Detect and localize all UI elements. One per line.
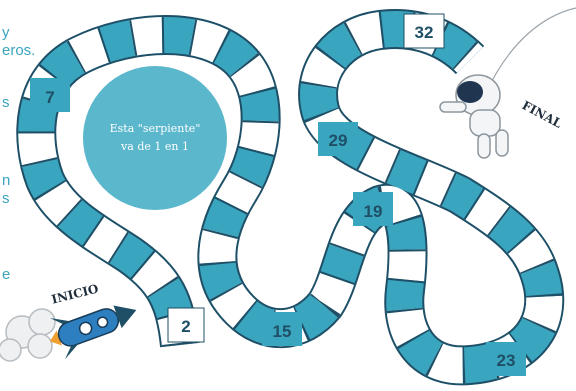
circle-text-line1: Esta "serpiente" [110, 122, 201, 135]
circle-text-line2: va de 1 en 1 [120, 140, 189, 153]
start-label: INICIO [50, 282, 100, 307]
square-number-23: 23 [497, 351, 516, 370]
square-number-7: 7 [45, 88, 54, 107]
square-number-29: 29 [329, 131, 348, 150]
astronaut-icon [440, 75, 508, 158]
square-number-15: 15 [273, 322, 292, 341]
info-circle [83, 66, 227, 210]
square-number-32: 32 [415, 23, 434, 42]
end-label: FINAL [520, 98, 565, 131]
square-number-19: 19 [364, 202, 383, 221]
tether-line [485, 8, 576, 95]
smoke-cloud-icon [0, 309, 55, 361]
square-number-2: 2 [181, 317, 190, 336]
